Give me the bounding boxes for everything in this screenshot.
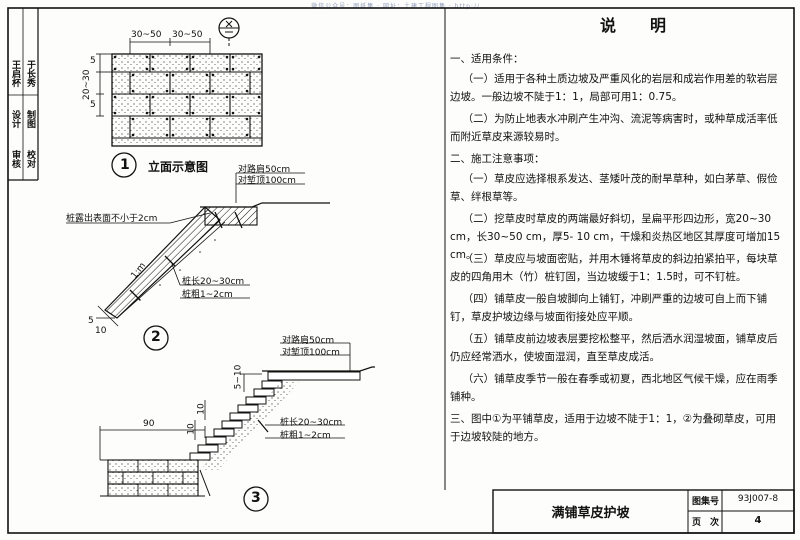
side-cell-check-label: 校对 (25, 150, 35, 168)
figure-2-section (66, 172, 330, 351)
note-section-3: 三、图中①为平铺草皮，适用于边坡不陡于1：1，②为叠砌草皮，可用于边坡较陡的地方… (450, 413, 777, 443)
fig2-dim-10: 10 (95, 326, 107, 336)
fig3-dim-90: 90 (143, 419, 155, 429)
note-2-2: （二）挖草皮时草皮的两端最好斜切，呈扁平形四边形，宽20~30 cm，长30~5… (450, 213, 781, 261)
figure-1-elevation (96, 17, 263, 178)
note-2-4: （四）铺草皮一般自坡脚向上铺钉，冲刷严重的边坡可自上而下铺钉，草皮护坡边缘与坡面… (450, 293, 768, 323)
fig1-dim-left-mid: 20~30 (82, 69, 92, 100)
fig3-dim-10a: 10 (196, 403, 207, 415)
fig3-number: 3 (251, 490, 261, 506)
note-2-1: （一）草皮应选择根系发达、茎矮叶茂的耐旱草种，如白茅草、假俭草、绊根草等。 (450, 173, 778, 203)
side-cell-draw-label: 制图 (25, 110, 35, 128)
fig2-label-length: 桩长20~30cm (182, 277, 245, 287)
fig3-dim-10b: 10 (186, 423, 197, 435)
fig2-number: 2 (151, 329, 161, 345)
notes-title: 说明 (599, 16, 700, 35)
fig1-number: 1 (120, 157, 130, 173)
fig2-label-diameter: 桩粗1~2cm (182, 290, 233, 300)
fig1-dim-top: 30~50 (131, 30, 162, 40)
note-1-1: （一）适用于各种土质边坡及严重风化的岩层和成岩作用差的软岩层边坡。一般边坡不陡于… (450, 73, 778, 103)
fig3-dim-5-10: 5~10 (233, 364, 244, 390)
fig2-dim-5: 5 (88, 316, 94, 326)
note-2-5: （五）铺草皮前边坡表层要挖松整平，然后洒水润湿坡面，铺草皮后仍应经常洒水，使坡面… (450, 333, 778, 363)
side-cell-reviewer-name: 王启杯 (10, 60, 20, 87)
page-label: 页 次 (691, 518, 719, 528)
drawing-title: 满铺草皮护坡 (551, 506, 630, 521)
fig2-label-top2: 对堑顶100cm (238, 176, 296, 186)
side-cell-design-label: 设计 (10, 110, 20, 128)
fig2-label-stake: 桩露出表面不小于2cm (66, 214, 158, 224)
watermark: 微信公众号：图纸集 · 网址：土建工程图集 · http://... (311, 3, 489, 10)
fig3-label-length: 桩长20~30cm (280, 418, 343, 428)
side-cell-review-label: 审核 (10, 150, 20, 168)
fig1-title: 立面示意图 (148, 160, 209, 174)
page-value: 4 (754, 515, 762, 526)
fig2-label-top1: 对路肩50cm (238, 165, 291, 175)
fig1-dim-left-top: 5 (90, 56, 96, 66)
fig1-dim-left-bot: 5 (90, 100, 96, 110)
fig1-dim-top-2: 30~50 (172, 30, 203, 40)
note-2-6: （六）铺草皮季节一般在春季或初夏，西北地区气候干燥，应在雨季铺种。 (450, 373, 778, 403)
fig3-label-diameter: 桩粗1~2cm (280, 431, 331, 441)
note-section-1: 一、适用条件： (450, 53, 524, 65)
note-1-2: （二）为防止地表水冲刷产生冲沟、流泥等病害时，或种草成活率低而附近草皮来源较易时… (450, 113, 778, 143)
fig3-label-top1: 对路肩50cm (282, 336, 335, 346)
figure-3-section (99, 342, 375, 512)
atlas-number-value: 93J007-8 (737, 494, 779, 504)
side-cell-checker-name: 于长秀 (25, 60, 35, 87)
note-section-2: 二、施工注意事项： (450, 153, 545, 165)
atlas-number-label: 图集号 (691, 497, 719, 507)
fig3-label-top2: 对堑顶100cm (282, 348, 340, 358)
note-2-3: （三）草皮应与坡面密贴，并用木锤将草皮的斜边拍紧拍平，每块草皮的四角用木（竹）桩… (450, 253, 778, 283)
